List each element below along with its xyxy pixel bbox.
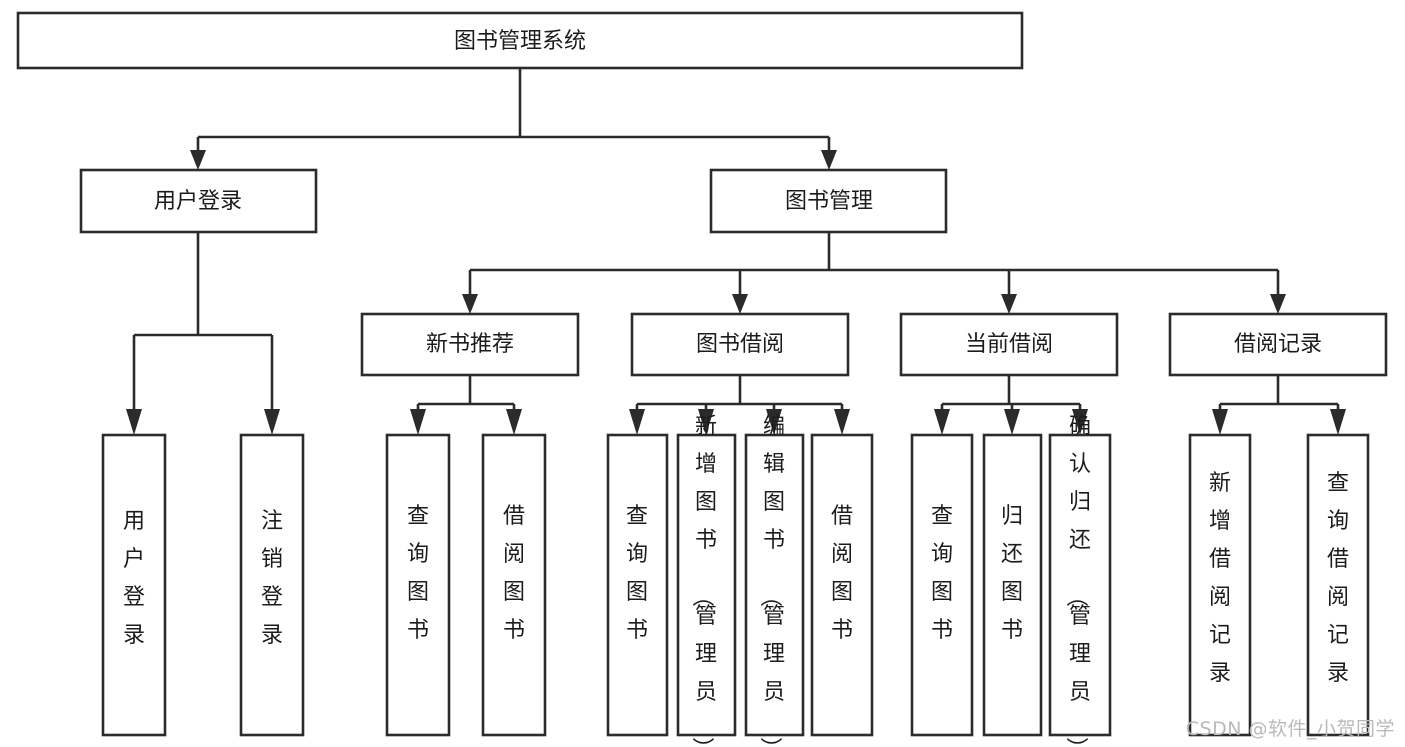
arrow-leaf-add-borrow-record [1212,409,1228,435]
node-book-manage-label: 图书管理 [785,189,873,214]
node-leaf-borrow-book-1-box[interactable] [481,433,547,737]
node-leaf-add-book-admin-box[interactable] [676,433,737,737]
node-user-login[interactable]: 用户登录 [79,168,318,234]
node-leaf-add-book-admin[interactable]: 新增图书（管理员） [676,414,737,747]
node-new-book-recommend[interactable]: 新书推荐 [360,312,580,377]
arrow-to-current-borrow [1001,294,1017,314]
edge-group [126,68,1346,435]
node-leaf-borrow-book-1-label: 借阅图书 [503,504,525,643]
node-leaf-confirm-return-admin-box[interactable] [1048,433,1112,737]
node-leaf-logout-login-label: 注销登录 [261,509,283,648]
arrow-leaf-borrow-book-2 [834,409,850,435]
node-leaf-edit-book-admin-box[interactable] [744,433,805,737]
arrow-leaf-add-book-admin [698,409,714,435]
arrow-leaf-query-book-3 [934,409,950,435]
node-leaf-add-borrow-record-box[interactable] [1188,433,1252,737]
node-leaf-query-book-3[interactable]: 查询图书 [910,433,974,737]
node-leaf-query-borrow-record-box[interactable] [1306,433,1370,737]
arrow-leaf-query-book-1 [410,409,426,435]
node-leaf-user-login-label: 用户登录 [123,509,145,648]
node-leaf-return-book-box[interactable] [982,433,1043,737]
node-current-borrow-label: 当前借阅 [965,332,1053,357]
node-current-borrow-box[interactable] [899,312,1119,377]
node-book-manage[interactable]: 图书管理 [709,168,948,234]
node-book-borrow[interactable]: 图书借阅 [630,312,850,377]
node-user-login-box[interactable] [79,168,318,234]
node-leaf-logout-login[interactable]: 注销登录 [239,433,305,737]
node-new-book-recommend-box[interactable] [360,312,580,377]
arrow-to-book-borrow [732,294,748,314]
node-root[interactable]: 图书管理系统 [16,11,1024,70]
node-leaf-query-book-1-label: 查询图书 [407,504,429,643]
node-leaf-query-book-1[interactable]: 查询图书 [385,433,451,737]
arrow-root-to-user-login [190,150,206,170]
node-leaf-query-book-1-box[interactable] [385,433,451,737]
node-leaf-borrow-book-2-label: 借阅图书 [831,504,853,643]
csdn-watermark: CSDN @软件_小贺同学 [1185,718,1395,740]
node-user-login-label: 用户登录 [154,189,242,214]
node-leaf-return-book-label: 归还图书 [1001,504,1023,643]
node-leaf-logout-login-box[interactable] [239,433,305,737]
node-leaf-return-book[interactable]: 归还图书 [982,433,1043,737]
node-leaf-add-borrow-record-label: 新增借阅记录 [1209,471,1231,686]
node-root-box[interactable] [16,11,1024,70]
node-leaf-borrow-book-1[interactable]: 借阅图书 [481,433,547,737]
node-book-manage-box[interactable] [709,168,948,234]
arrow-leaf-return-book [1004,409,1020,435]
node-leaf-confirm-return-admin-label: 确认归还（管理员） [1063,414,1091,747]
node-leaf-user-login[interactable]: 用户登录 [101,433,167,737]
node-leaf-borrow-book-2[interactable]: 借阅图书 [810,433,874,737]
node-leaf-query-book-2-box[interactable] [606,433,669,737]
node-leaf-borrow-book-2-box[interactable] [810,433,874,737]
node-book-borrow-box[interactable] [630,312,850,377]
node-leaf-query-book-2[interactable]: 查询图书 [606,433,669,737]
node-leaf-user-login-box[interactable] [101,433,167,737]
arrow-leaf-confirm-return-admin [1072,409,1088,435]
arrow-leaf-query-borrow-record [1330,409,1346,435]
arrow-to-borrow-record [1270,294,1286,314]
node-leaf-query-book-3-label: 查询图书 [931,504,953,643]
node-leaf-query-book-2-label: 查询图书 [626,504,648,643]
arrow-leaf-borrow-book-1 [506,409,522,435]
node-current-borrow[interactable]: 当前借阅 [899,312,1119,377]
node-leaf-query-borrow-record-label: 查询借阅记录 [1327,471,1349,686]
node-root-label: 图书管理系统 [454,29,586,54]
arrow-leaf-edit-book-admin [766,409,782,435]
arrow-leaf-user-login [126,409,142,435]
node-leaf-query-book-3-box[interactable] [910,433,974,737]
arrow-to-new-book-recommend [462,294,478,314]
node-book-borrow-label: 图书借阅 [696,332,784,357]
node-borrow-record[interactable]: 借阅记录 [1168,312,1388,377]
arrow-root-to-book-manage [821,150,837,170]
arrow-leaf-query-book-2 [629,409,645,435]
node-leaf-add-book-admin-label: 新增图书（管理员） [689,414,717,747]
node-new-book-recommend-label: 新书推荐 [426,332,514,357]
node-leaf-confirm-return-admin[interactable]: 确认归还（管理员） [1048,414,1112,747]
node-borrow-record-label: 借阅记录 [1234,332,1322,357]
node-borrow-record-box[interactable] [1168,312,1388,377]
arrow-leaf-logout-login [264,409,280,435]
node-leaf-query-borrow-record[interactable]: 查询借阅记录 [1306,433,1370,737]
node-leaf-edit-book-admin-label: 编辑图书（管理员） [757,414,785,747]
node-leaf-add-borrow-record[interactable]: 新增借阅记录 [1188,433,1252,737]
node-leaf-edit-book-admin[interactable]: 编辑图书（管理员） [744,414,805,747]
